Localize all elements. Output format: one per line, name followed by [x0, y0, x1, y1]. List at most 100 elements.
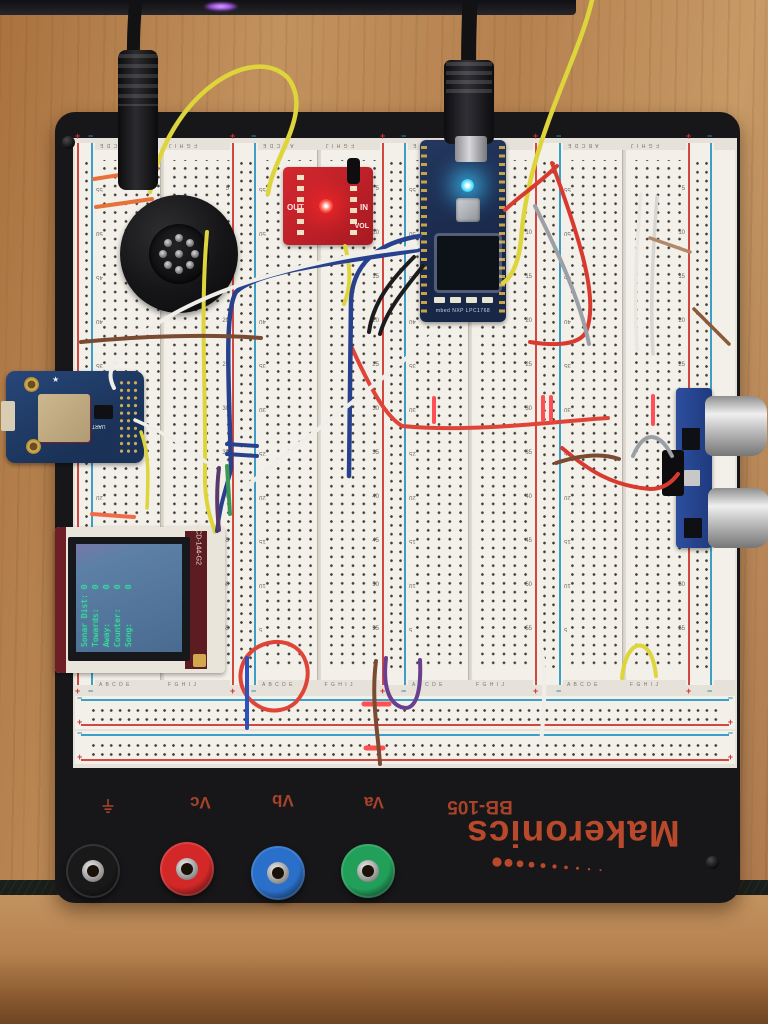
- row-number-right: 5: [681, 186, 685, 192]
- rail-line-red: [81, 759, 729, 761]
- row-number-right: 55: [678, 626, 685, 632]
- row-number-right: 50: [678, 582, 685, 588]
- jack-hole: [181, 863, 193, 875]
- row-number-right: 10: [678, 230, 685, 236]
- jack-hole: [87, 865, 99, 877]
- column-letters-bottom-right: F G H I J: [324, 682, 354, 688]
- row-number-right: 35: [525, 450, 532, 456]
- usb-connector-shell: [455, 136, 487, 162]
- vc-jack: [160, 842, 214, 896]
- row-number-right: 55: [372, 626, 379, 632]
- amp-capacitor: [347, 158, 360, 184]
- rail-plus-left: +: [77, 717, 83, 727]
- mbed-led2: [450, 297, 461, 303]
- ground-symbol: [100, 793, 116, 814]
- usb-plug-ridges: [446, 62, 492, 96]
- speaker-hole: [175, 234, 183, 242]
- desk-front-edge: [0, 895, 768, 1024]
- mbed-pins-left: [421, 146, 427, 316]
- ground-icon: [102, 799, 114, 813]
- power-rail-horizontal: −+−+: [75, 728, 735, 764]
- rail-minus-bottom: −: [556, 686, 562, 696]
- amp-in-label: IN: [360, 203, 368, 212]
- sonar-transducer-bottom: [708, 488, 768, 548]
- rail-plus-right: +: [727, 717, 733, 727]
- row-number-right: 10: [372, 230, 379, 236]
- dark-edge-object: [0, 0, 576, 15]
- sonar-transducer-top: [705, 396, 767, 456]
- mbed-led1: [434, 297, 445, 303]
- mounting-hole: [24, 377, 39, 392]
- purple-led-glow: [204, 2, 238, 11]
- rail-minus-left: −: [77, 728, 83, 738]
- vb-jack-label: Vb: [272, 791, 294, 810]
- frame-screw-top-left: [62, 136, 75, 149]
- column-letters-bottom-right: F G H I J: [476, 682, 505, 688]
- va-jack-label: Va: [364, 793, 384, 812]
- mbed-status-led: [461, 179, 474, 192]
- row-number-right: 40: [525, 494, 532, 500]
- amp-solder-pads-right: [350, 175, 357, 237]
- row-number-right: 50: [525, 582, 532, 588]
- rail-plus-top: +: [686, 131, 692, 141]
- speaker-hole: [186, 238, 195, 247]
- jst-connector: [1, 401, 15, 431]
- audio-plug: [118, 50, 158, 190]
- sonar-ic-2: [684, 518, 702, 538]
- adafruit-star-icon: ★: [52, 375, 60, 384]
- va-jack: [341, 844, 395, 898]
- row-number-right: 30: [222, 406, 229, 412]
- mbed-led4: [482, 297, 493, 303]
- mbed-lpc1768-board: mbed NXP LPC1768: [420, 140, 506, 322]
- plug-ridges: [118, 54, 158, 106]
- strip-center-channel: [160, 150, 165, 680]
- rf-shield: [38, 394, 90, 442]
- column-letters-bottom-right: F G H I J: [168, 682, 197, 688]
- sonar-oscillator: [684, 470, 700, 486]
- row-number-right: 25: [678, 362, 685, 368]
- mbed-reset-button: [456, 198, 480, 222]
- vc-jack-label: Vc: [190, 793, 211, 812]
- rail-plus-bottom: +: [533, 686, 539, 696]
- lcd-pcb-edge-left: [55, 527, 66, 673]
- mbed-led3: [466, 297, 477, 303]
- rail-minus-right: −: [727, 693, 733, 703]
- mounting-hole: [26, 439, 41, 454]
- lcd-pcb-edge-right: [185, 531, 207, 669]
- amp-vol-label: VOL: [354, 223, 369, 230]
- rail-plus-right: +: [727, 752, 733, 762]
- speaker-hole: [163, 238, 172, 247]
- row-number-right: 50: [372, 582, 379, 588]
- row-number-right: 50: [222, 582, 229, 588]
- row-number-right: 55: [222, 626, 229, 632]
- column-letters-bottom-left: A B C D E: [99, 682, 131, 688]
- rail-plus-bottom: +: [380, 686, 386, 696]
- jack-hole: [362, 865, 374, 877]
- column-letters-bottom-left: A B C D E: [567, 682, 599, 688]
- rail-plus-left: +: [77, 752, 83, 762]
- mbed-silkscreen-label: mbed NXP LPC1768: [435, 308, 491, 314]
- rail-holes: [89, 739, 721, 757]
- strip-center-channel: [622, 150, 627, 680]
- row-number-right: 15: [678, 274, 685, 280]
- row-number-right: 45: [372, 538, 379, 544]
- rail-minus-left: −: [77, 693, 83, 703]
- rail-minus-bottom: −: [88, 686, 94, 696]
- rail-minus-top: −: [707, 131, 713, 141]
- usb-plug: [444, 60, 494, 144]
- frame-screw-bottom-right: [706, 856, 719, 869]
- rail-plus-top: +: [380, 131, 386, 141]
- rail-plus-bottom: +: [75, 686, 81, 696]
- rail-minus-bottom: −: [707, 686, 713, 696]
- vb-jack: [251, 846, 305, 900]
- audio-amp-breakout: OUT IN VOL: [283, 158, 373, 245]
- row-number-right: 45: [525, 538, 532, 544]
- column-letters-bottom-left: A B C D E: [412, 682, 444, 688]
- row-number-right: 45: [222, 538, 229, 544]
- lcd-gold-pad: [193, 654, 206, 667]
